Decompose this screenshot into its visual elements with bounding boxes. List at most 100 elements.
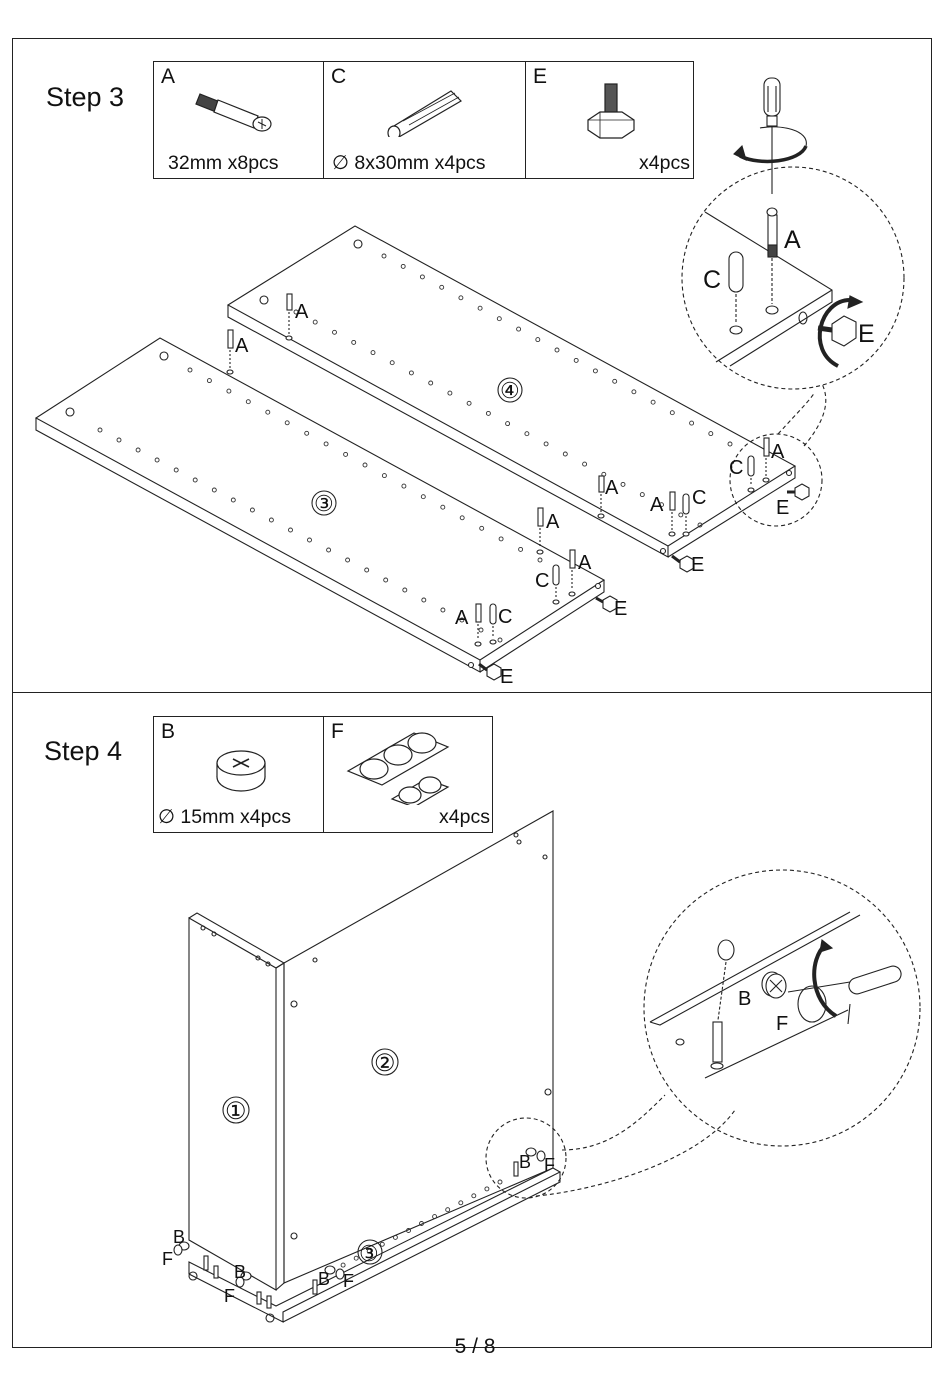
detail-callout-b: B — [738, 988, 751, 1010]
step4-title: Step 4 — [44, 736, 123, 766]
step3-parts-legend: A 32mm x8pcs C ∅ 8x30mm x4pcs E — [153, 61, 694, 179]
callout-a: A — [578, 552, 592, 574]
callout-e: E — [500, 666, 513, 688]
shelf-hole — [518, 546, 524, 552]
panel-2-number: ② — [374, 1050, 396, 1077]
shelf-hole — [612, 378, 618, 384]
callout-b: B — [173, 1227, 185, 1247]
shelf-hole — [304, 430, 310, 436]
wooden-dowel-icon — [387, 90, 462, 137]
shelf-hole — [458, 1200, 464, 1206]
cam-lock-icon — [216, 750, 266, 792]
panel-4-shelf-holes — [293, 253, 733, 528]
part-a-letter: A — [161, 65, 176, 88]
shelf-hole — [406, 1228, 411, 1233]
step-divider — [12, 692, 932, 693]
panel-3b-number-circle — [357, 1239, 383, 1265]
cam-bolt-markers — [226, 293, 770, 647]
shelf-hole — [379, 1241, 385, 1247]
detail-callout-f: F — [776, 1013, 788, 1035]
shelf-hole — [440, 504, 446, 510]
shelf-hole — [496, 316, 502, 322]
shelf-hole — [428, 380, 434, 386]
panel-3-number-circle — [311, 490, 337, 516]
shelf-hole — [639, 492, 645, 498]
shelf-hole — [97, 427, 103, 433]
shelf-hole — [498, 536, 504, 542]
detail-target-circle-step4 — [485, 1117, 567, 1199]
step4-parts-legend: B ∅ 15mm x4pcs F x4pcs — [153, 716, 493, 833]
shelf-hole — [381, 253, 387, 259]
shelf-hole — [485, 410, 491, 416]
shelf-hole — [192, 477, 198, 483]
shelf-hole — [383, 577, 389, 583]
shelf-hole — [497, 1179, 503, 1185]
dowel-markers — [489, 455, 755, 645]
callout-f: F — [343, 1271, 354, 1291]
leveling-foot-markers — [467, 469, 810, 681]
shelf-hole — [400, 263, 406, 269]
callout-e: E — [776, 497, 789, 519]
part-f-letter: F — [331, 720, 344, 743]
leveling-foot-icon — [587, 83, 635, 139]
shelf-hole — [432, 1214, 438, 1220]
shelf-hole — [370, 350, 376, 356]
callout-a: A — [546, 511, 560, 533]
page-frame — [12, 38, 932, 1348]
shelf-hole — [497, 637, 503, 643]
shelf-hole — [307, 537, 312, 543]
panel-3 — [34, 337, 606, 673]
shelf-hole — [573, 357, 579, 363]
callout-f: F — [162, 1249, 173, 1269]
panel-4 — [226, 225, 797, 558]
shelf-hole — [471, 1193, 477, 1199]
shelf-hole — [505, 421, 511, 427]
part-f-spec: x4pcs — [439, 806, 490, 828]
shelf-hole — [650, 399, 656, 405]
part-b-cell: B ∅ 15mm x4pcs — [154, 717, 324, 832]
shelf-hole — [402, 587, 408, 593]
shelf-hole — [631, 389, 637, 395]
panel-4-number: ④ — [500, 378, 520, 403]
shelf-hole — [353, 1255, 359, 1261]
shelf-hole — [366, 1248, 372, 1254]
panel-1-number: ① — [225, 1098, 247, 1125]
shelf-hole — [268, 517, 274, 523]
callout-c: C — [692, 487, 706, 509]
callout-a: A — [650, 494, 664, 516]
shelf-hole — [421, 597, 427, 603]
callout-a: A — [455, 607, 469, 629]
part-e-letter: E — [533, 65, 548, 88]
callout-a: A — [295, 301, 309, 323]
panel-3-shelf-holes — [97, 367, 543, 643]
panel-2-number-circle — [371, 1048, 399, 1076]
detail-step3-content — [704, 207, 864, 368]
shelf-hole — [484, 1186, 490, 1192]
shelf-hole — [408, 370, 414, 376]
part-c-letter: C — [331, 65, 347, 88]
shelf-hole — [466, 400, 472, 406]
panel-3-bottom — [188, 1167, 562, 1323]
panel-3b-number: ③ — [359, 1241, 379, 1266]
shelf-hole — [620, 481, 626, 487]
shelf-hole — [323, 441, 329, 447]
callout-a: A — [605, 477, 619, 499]
shelf-hole — [389, 360, 395, 366]
shelf-hole — [284, 420, 290, 426]
shelf-hole — [419, 274, 425, 280]
shelf-hole — [537, 557, 543, 563]
shelf-hole — [697, 522, 703, 528]
shelf-hole — [226, 388, 232, 394]
shelf-hole — [401, 483, 407, 489]
shelf-hole — [351, 339, 357, 345]
shelf-hole — [364, 567, 370, 573]
shelf-hole — [245, 399, 251, 405]
shelf-hole — [727, 441, 733, 447]
callout-f: F — [544, 1155, 555, 1175]
shelf-hole — [326, 547, 332, 553]
callout-f: F — [224, 1286, 235, 1306]
callout-b: B — [234, 1262, 246, 1282]
page-number: 5 / 8 — [454, 1335, 496, 1358]
callout-c: C — [729, 457, 743, 479]
